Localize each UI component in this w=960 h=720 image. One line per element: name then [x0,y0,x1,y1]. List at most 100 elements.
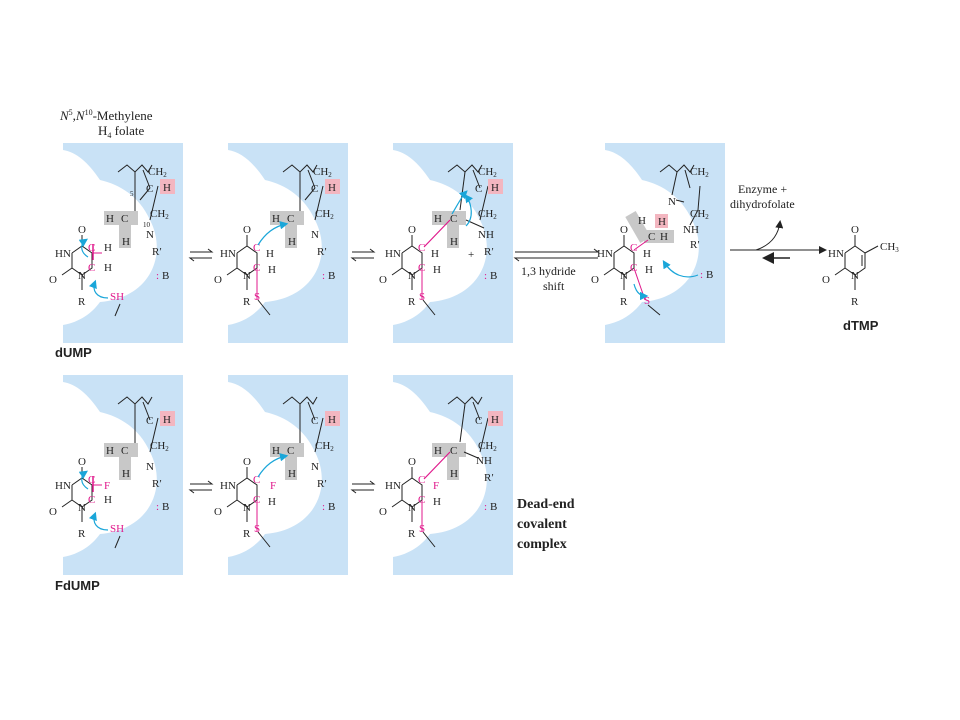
enzyme-dihydrofolate-label: Enzyme + dihydrofolate [730,182,795,211]
h-atom: H [491,414,499,426]
pink-highlight [160,411,175,426]
r-label: R [408,296,416,308]
hn-label: HN [55,248,71,260]
c-atom: C [146,415,153,427]
svg-text:covalent: covalent [517,517,567,532]
h-atom: H [491,182,499,194]
gray-highlight [104,443,138,457]
svg-text:Enzyme +: Enzyme + [738,182,787,196]
r-label: R [620,296,628,308]
equilibrium-arrow [513,248,600,262]
o-atom: O [243,224,251,236]
base-colon: : [484,270,487,282]
c-atom: C [475,415,482,427]
base-label: B [328,270,335,282]
h-atom: H [660,231,668,243]
ch2-label: CH2 [690,208,709,221]
base-colon: : [700,269,703,281]
enzyme-pocket [393,375,513,575]
uracil-ring [226,235,271,316]
panel-fdump-start: C H CH2 H C H N R′ O HN O N R C C F H [49,375,183,575]
o-atom: O [851,224,859,236]
c-atom: C [88,494,95,506]
h-atom: H [638,215,646,227]
o-atom: O [243,456,251,468]
base-label: B [162,501,169,513]
o-atom: O [214,506,222,518]
ch2-label: CH2 [150,208,169,221]
dtmp-label: dTMP [843,318,879,333]
ch2-label: CH2 [690,166,709,179]
h-atom: H [433,264,441,276]
n-atom: N [620,270,628,282]
c-atom: C [418,494,425,506]
hydride-shift-label: 1,3 hydride shift [521,264,576,293]
svg-text:1,3 hydride: 1,3 hydride [521,264,576,278]
r-label: R [851,296,859,308]
pink-highlight [488,411,503,426]
h-atom: H [645,264,653,276]
n-atom: N [311,229,319,241]
panel-dump-start: CH2 C H CH2 H C H 5 10 N R′ O HN O N R [49,143,183,343]
hn-label: HN [385,480,401,492]
h-atom: H [163,414,171,426]
dtmp-structure: O HN O N R CH3 [822,224,899,308]
h-atom: H [268,496,276,508]
enzyme-pocket [63,143,183,343]
nh-label: NH [476,455,492,467]
fdump-label: FdUMP [55,578,100,593]
h-atom: H [450,468,458,480]
gray-highlight [119,456,131,480]
gray-highlight [119,224,131,248]
gray-highlight [447,224,459,248]
enzyme-pocket [605,143,725,343]
c-atom: C [418,262,425,274]
h-atom: H [104,242,112,254]
svg-text:H4 folate: H4 folate [98,123,144,140]
n5-label: 5 [130,190,134,198]
o-atom: O [408,456,416,468]
h-atom: H [122,236,130,248]
base-label: B [706,269,713,281]
hn-label: HN [385,248,401,260]
base-colon: : [484,501,487,513]
r-label: R [408,528,416,540]
n-atom: N [851,270,859,282]
o-atom: O [408,224,416,236]
f-atom: F [433,480,439,492]
h-atom: H [106,445,114,457]
dump-label: dUMP [55,345,92,360]
gray-highlight [270,211,304,225]
n-atom: N [408,502,416,514]
n10-label: 10 [143,221,151,229]
gray-highlight [432,211,466,225]
ch2-label: CH2 [315,208,334,221]
pink-highlight [160,179,175,194]
r-prime: R′ [484,246,494,258]
o-atom: O [214,274,222,286]
gray-highlight [104,211,138,225]
folate-fragment [447,396,489,453]
gray-highlight [432,443,466,457]
f-atom: F [104,480,110,492]
panel-dump-covalent: CH2 C H CH2 H C H N R′ O HN O N R C C H [214,143,348,343]
c-atom: C [450,445,457,457]
base-colon: : [156,501,159,513]
c-atom: C [121,213,128,225]
ch2-label: CH2 [478,166,497,179]
r-prime: R′ [317,478,327,490]
c-atom: C [287,445,294,457]
dead-end-label: Dead-end covalent complex [517,497,575,552]
sh-group: SH [110,523,124,535]
hn-label: HN [597,248,613,260]
r-prime: R′ [690,239,700,251]
base-label: B [490,501,497,513]
nh-label: NH [683,224,699,236]
c-atom: C [88,474,95,486]
svg-text:dihydrofolate: dihydrofolate [730,197,795,211]
h-atom: H [658,216,666,228]
pink-highlight [325,179,340,194]
c-atom: C [253,242,260,254]
c-atom: C [287,213,294,225]
